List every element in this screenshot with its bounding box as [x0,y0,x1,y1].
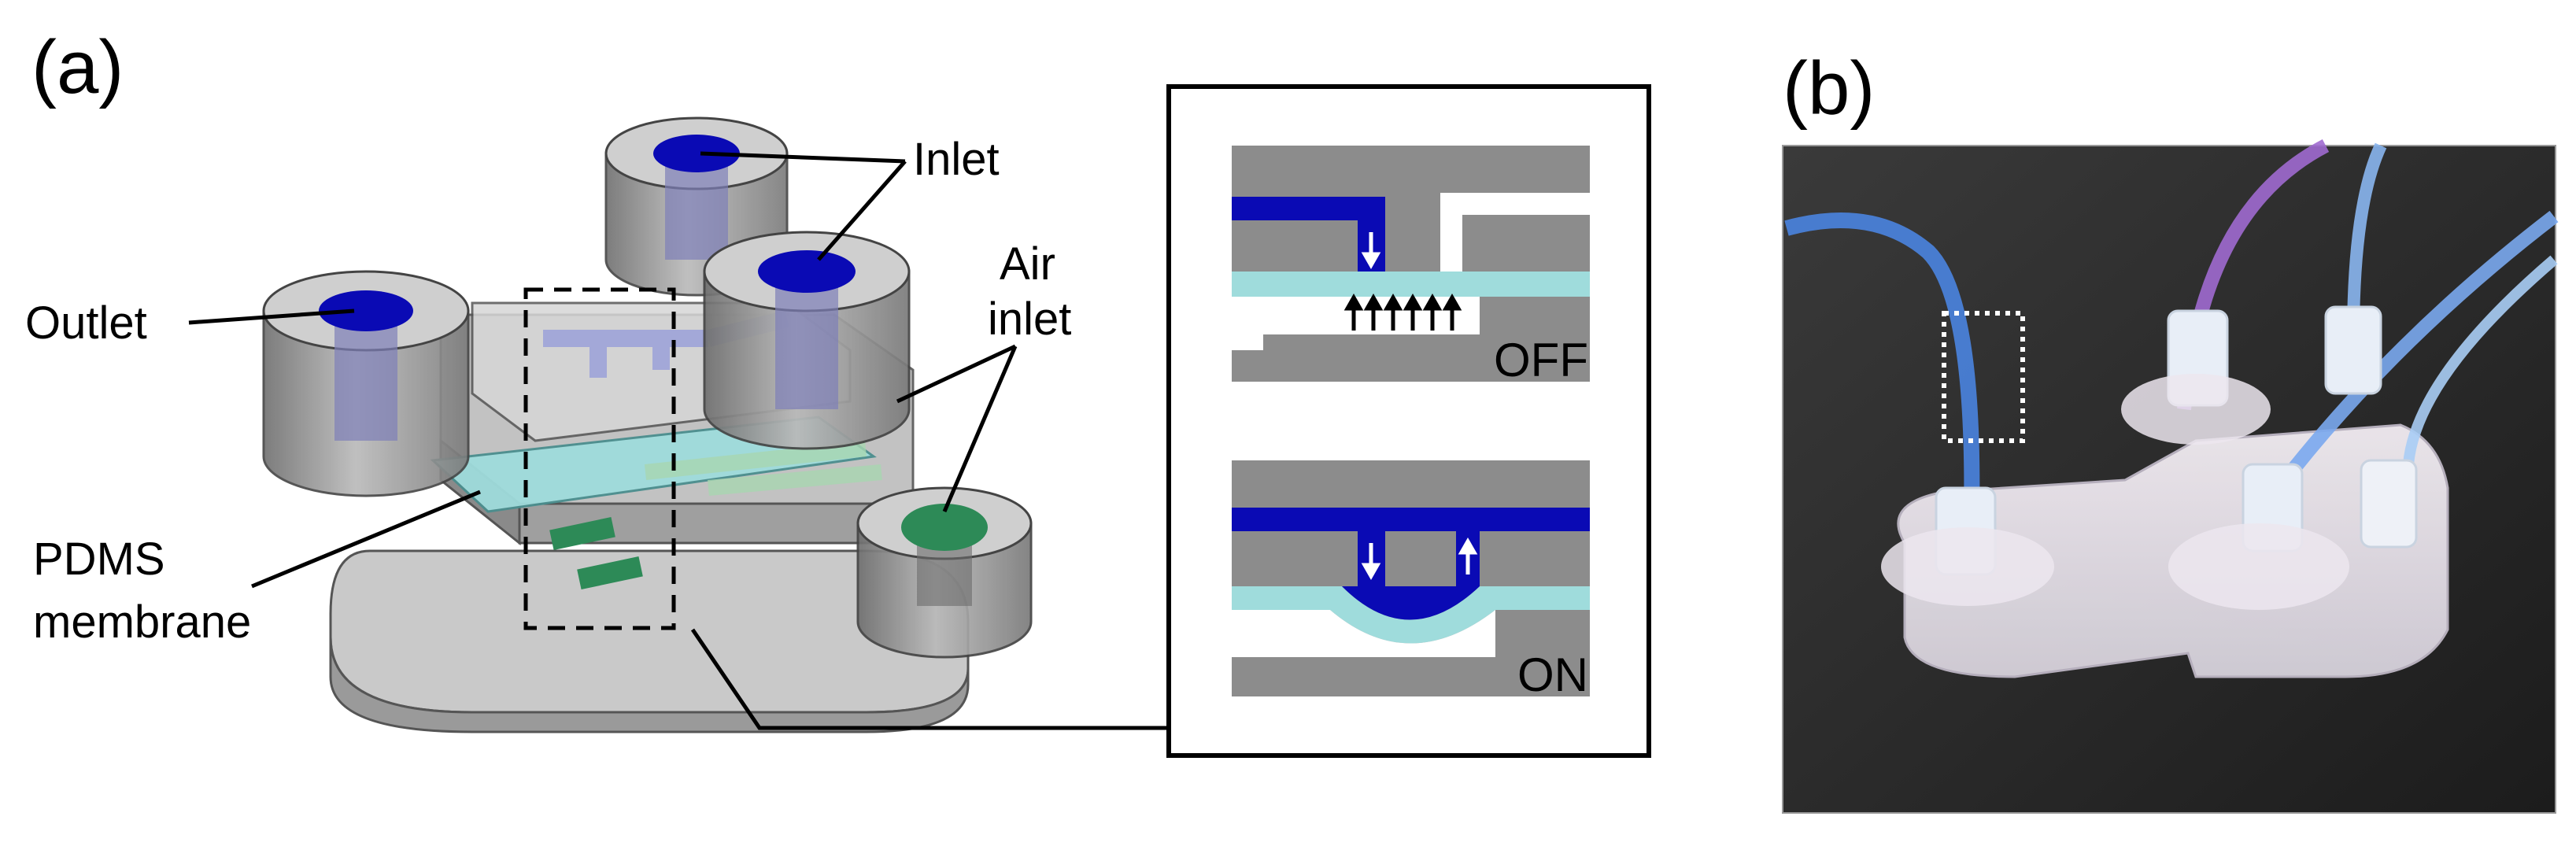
inlet-port-front [703,231,911,450]
pdms-label-line2: membrane [33,597,251,648]
detail-region-box [523,287,676,630]
off-flow-arrow [1361,232,1381,270]
outlet-port [262,270,470,497]
air-chamber-1 [549,516,615,551]
leader-lines [188,151,1169,730]
panel-b: (b) [1782,46,2559,814]
photo-connector-3 [2324,305,2382,395]
air-inlet-port [856,486,1033,659]
on-state-section: ON [1232,460,1590,701]
photo-boss-inlet [2168,523,2349,610]
outlet-hole [319,290,413,331]
air-inlet-label-line1: Air [1000,238,1055,290]
inlet-hole-front [758,250,856,293]
inlet-hole-back [653,135,740,172]
off-label: OFF [1494,334,1588,386]
photo-tube-blue-2 [2260,210,2559,508]
panel-b-label: (b) [1783,46,1875,131]
on-label: ON [1517,648,1588,701]
cross-section-inset: OFF ON [1166,84,1651,758]
off-air-arrows [1343,293,1462,331]
photo-highlight-box [1942,311,2025,443]
device-illustration [262,116,1033,733]
photo-boss-back [2121,374,2271,445]
air-inlet-hole [901,504,988,551]
panel-a: (a) [25,25,1651,758]
pdms-label-line1: PDMS [33,534,165,585]
bottom-channel [644,441,882,496]
off-state-section: OFF [1232,146,1590,386]
device-photo [1782,139,2559,814]
photo-boss-outlet [1881,527,2054,606]
air-inlet-label-line2: inlet [988,294,1071,345]
on-flow-arrows [1361,537,1478,581]
photo-tube-blue-3 [2403,255,2558,465]
air-chamber-2 [577,556,643,590]
photo-tube-left [1784,212,1980,520]
outlet-label: Outlet [25,297,147,349]
panel-a-label: (a) [31,25,124,109]
photo-connector-5 [2360,459,2418,549]
photo-resin-body [1897,423,2449,678]
inlet-label: Inlet [913,134,1000,185]
device-base-side [329,637,970,733]
top-channel [543,310,789,378]
